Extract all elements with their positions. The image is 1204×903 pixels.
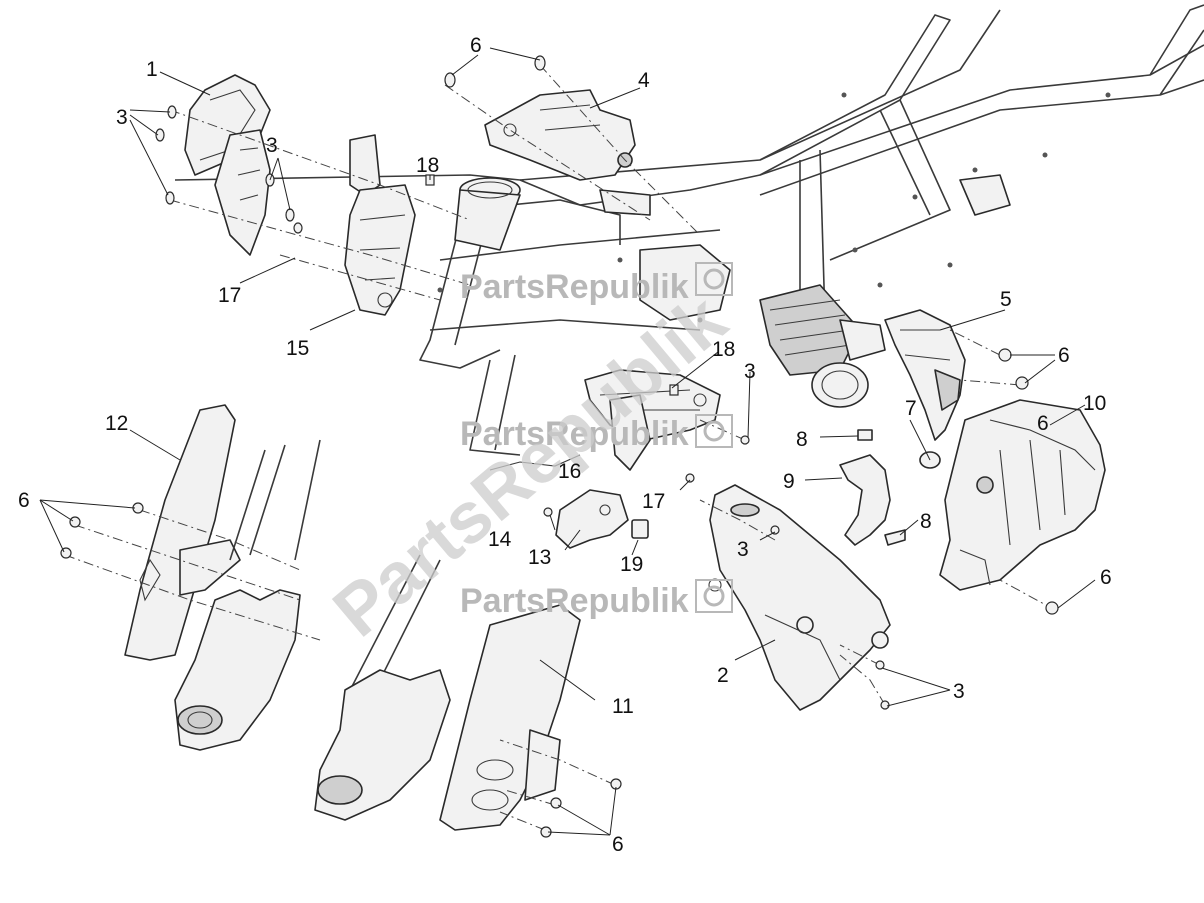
callout-10: 10 (1083, 392, 1106, 415)
callout-17: 17 (218, 284, 241, 307)
part-12-fork-guard (124, 404, 241, 661)
callout-14: 14 (488, 528, 512, 551)
intake-assembly (639, 244, 886, 408)
callout-2: 2 (717, 664, 729, 687)
part-11-fork-guard (439, 604, 581, 831)
callout-1: 1 (146, 58, 158, 81)
callout-6: 6 (1037, 412, 1049, 435)
part-10-cover (939, 399, 1106, 591)
watermark-text: PartsRepublik (460, 415, 689, 453)
callout-13: 13 (528, 546, 551, 569)
callout-11: 11 (612, 695, 634, 718)
part-5-guard (884, 309, 966, 441)
callout-3: 3 (266, 134, 278, 157)
part-1-cover (184, 74, 271, 256)
callout-18: 18 (416, 154, 439, 177)
callout-17: 17 (642, 490, 665, 513)
callout-4: 4 (638, 69, 650, 92)
callout-7: 7 (905, 397, 917, 420)
callout-19: 19 (620, 553, 643, 576)
callout-6: 6 (18, 489, 30, 512)
callout-16: 16 (558, 460, 581, 483)
callout-18: 18 (712, 338, 735, 361)
callout-6: 6 (612, 833, 624, 856)
watermark-text: PartsRepublik (460, 268, 689, 306)
part-2-guard (708, 484, 891, 711)
callout-8: 8 (920, 510, 932, 533)
watermark-group: PartsRepublik PartsRepublik PartsRepubli… (319, 262, 742, 652)
part-16-bracket (489, 369, 721, 471)
callout-5: 5 (1000, 288, 1012, 311)
part-13-clip (555, 489, 629, 549)
callout-12: 12 (105, 412, 128, 435)
callout-3: 3 (953, 680, 965, 703)
callout-3: 3 (744, 360, 756, 383)
callout-15: 15 (286, 337, 309, 360)
callout-labels: 1 2 3 3 3 3 3 4 5 6 6 6 6 6 6 6 7 8 8 9 … (18, 34, 1112, 856)
gear-logo-icon (695, 262, 733, 613)
right-fork (314, 554, 451, 821)
left-fork (174, 439, 321, 751)
callout-8: 8 (796, 428, 808, 451)
part-15-cover (344, 134, 416, 316)
callout-3: 3 (116, 106, 128, 129)
watermark-text: PartsRepublik (460, 582, 689, 620)
leader-lines (39, 47, 1096, 836)
part-4-cover (484, 89, 636, 181)
callout-3: 3 (737, 538, 749, 561)
part-19-grommet (631, 519, 649, 539)
fastener-bolts (60, 55, 1059, 838)
part-9-bracket (839, 429, 941, 546)
callout-9: 9 (783, 470, 795, 493)
callout-6: 6 (470, 34, 482, 57)
callout-6: 6 (1100, 566, 1112, 589)
callout-6: 6 (1058, 344, 1070, 367)
